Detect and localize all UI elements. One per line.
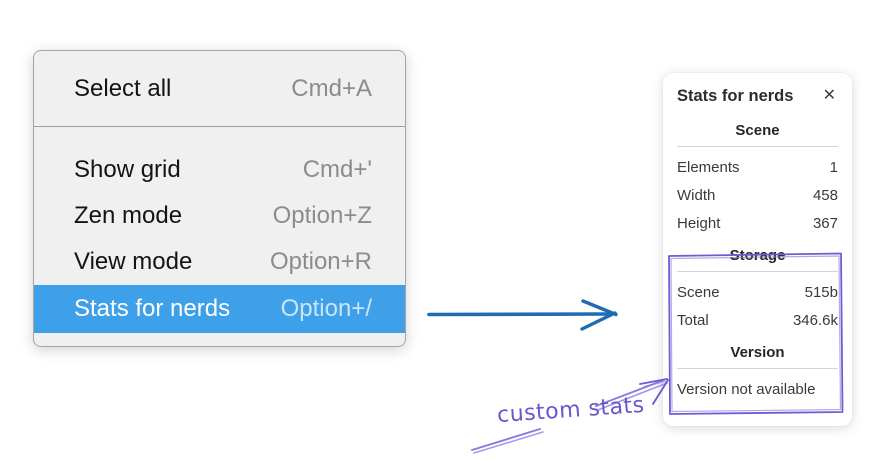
section-divider bbox=[677, 271, 838, 272]
flow-arrow bbox=[427, 299, 618, 331]
section-divider bbox=[677, 146, 838, 147]
stat-value: 367 bbox=[812, 214, 838, 232]
context-menu: Select all Cmd+A Show grid Cmd+' Zen mod… bbox=[33, 50, 406, 347]
stat-value: 346.6k bbox=[792, 311, 838, 329]
stat-label: Elements bbox=[677, 158, 740, 176]
stat-value: 458 bbox=[812, 186, 838, 204]
stat-label: Width bbox=[677, 186, 716, 204]
stat-label: Height bbox=[677, 214, 721, 232]
menu-item-label: Show grid bbox=[74, 156, 181, 183]
stat-label: Total bbox=[677, 311, 709, 329]
stat-value: 1 bbox=[829, 158, 838, 176]
stat-row-elements: Elements 1 bbox=[677, 153, 838, 181]
stats-panel: Stats for nerds ✕ Scene Elements 1 Width… bbox=[663, 73, 852, 426]
menu-item-label: Stats for nerds bbox=[74, 295, 231, 322]
menu-item-shortcut: Option+Z bbox=[272, 202, 372, 229]
stats-section-version: Version Version not available bbox=[677, 342, 838, 403]
stat-row-total-storage: Total 346.6k bbox=[677, 306, 838, 334]
menu-divider bbox=[34, 126, 405, 127]
menu-item-show-grid[interactable]: Show grid Cmd+' bbox=[34, 147, 405, 193]
menu-group: Show grid Cmd+' Zen mode Option+Z View m… bbox=[34, 127, 405, 333]
menu-item-shortcut: Cmd+' bbox=[302, 156, 372, 183]
stat-row-width: Width 458 bbox=[677, 181, 838, 209]
menu-item-stats-for-nerds[interactable]: Stats for nerds Option+/ bbox=[34, 285, 405, 333]
stats-panel-header: Stats for nerds ✕ bbox=[677, 86, 838, 106]
stat-row-scene-storage: Scene 515b bbox=[677, 278, 838, 306]
section-heading: Version bbox=[730, 344, 785, 361]
stat-value: 515b bbox=[804, 283, 838, 301]
menu-item-shortcut: Option+/ bbox=[280, 295, 372, 322]
menu-item-shortcut: Option+R bbox=[269, 248, 372, 275]
menu-item-label: View mode bbox=[74, 248, 193, 275]
stats-section-scene: Scene Elements 1 Width 458 Height 367 bbox=[677, 120, 838, 237]
section-divider bbox=[677, 368, 838, 369]
menu-item-label: Select all bbox=[74, 74, 172, 102]
menu-item-zen-mode[interactable]: Zen mode Option+Z bbox=[34, 193, 405, 239]
section-heading: Scene bbox=[735, 122, 780, 139]
stat-label: Scene bbox=[677, 283, 720, 301]
annotation-label: custom stats bbox=[496, 392, 646, 429]
version-note: Version not available bbox=[677, 380, 816, 398]
menu-item-view-mode[interactable]: View mode Option+R bbox=[34, 239, 405, 285]
menu-item-shortcut: Cmd+A bbox=[291, 74, 372, 102]
close-icon[interactable]: ✕ bbox=[822, 87, 836, 104]
stat-row-height: Height 367 bbox=[677, 209, 838, 237]
stats-section-storage: Storage Scene 515b Total 346.6k bbox=[677, 245, 838, 334]
section-heading: Storage bbox=[729, 247, 786, 264]
stats-panel-title: Stats for nerds bbox=[677, 86, 794, 105]
menu-item-select-all[interactable]: Select all Cmd+A bbox=[34, 51, 405, 126]
menu-item-label: Zen mode bbox=[74, 202, 183, 229]
